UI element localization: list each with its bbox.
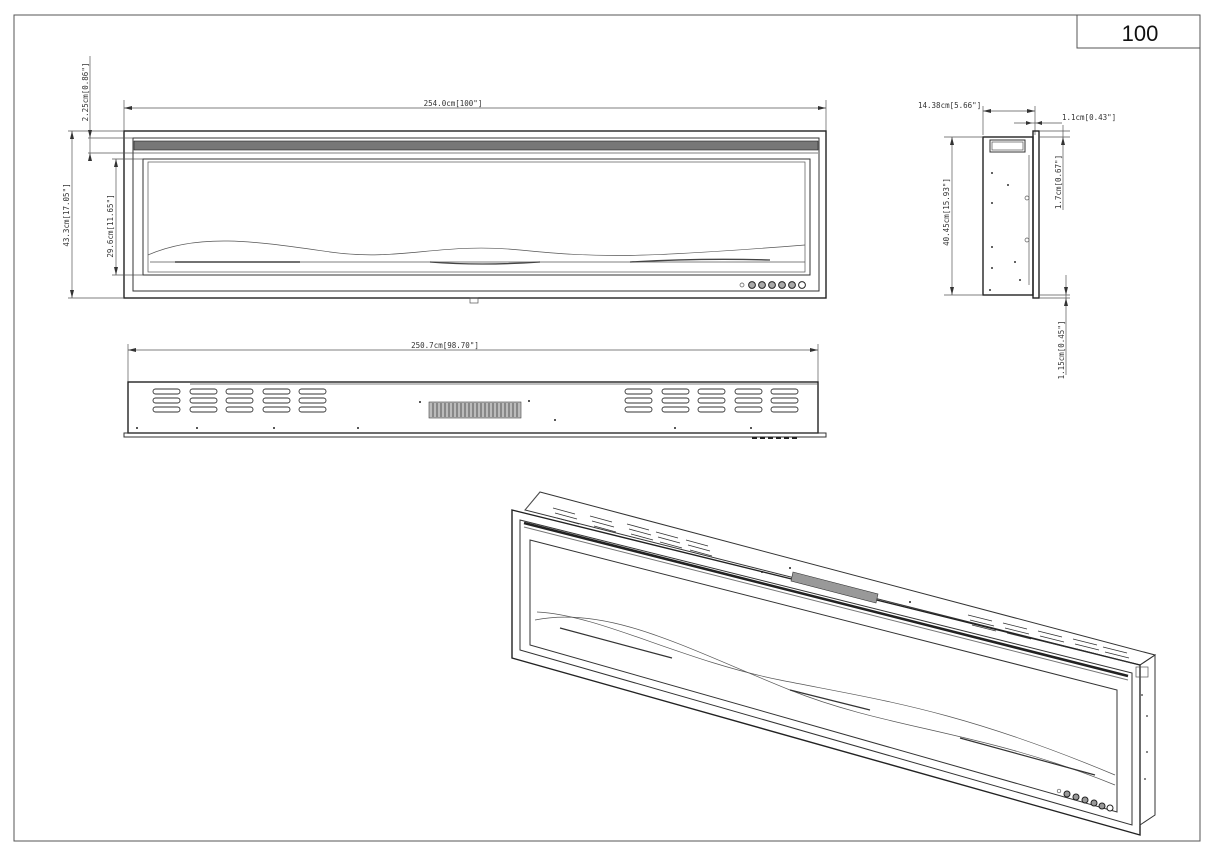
vents-left	[152, 388, 327, 413]
vents-right	[624, 388, 799, 413]
top-view: 250.7cm[98.70"]	[123, 341, 827, 439]
dim-bottom-offset: 1.15cm[0.45"]	[1057, 321, 1066, 380]
sheet-border	[13, 14, 1201, 842]
dim-depth: 14.38cm[5.66"]	[918, 101, 981, 110]
front-view: 254.0cm[100"] 43.3c	[62, 56, 827, 304]
dim-top-offset: 1.7cm[0.67"]	[1054, 155, 1063, 209]
iso-control-panel	[1056, 788, 1114, 812]
side-view: 14.38cm[5.66"] 1.1cm[0.43"] 40.45cm[15.9…	[918, 101, 1116, 379]
model-number-box: 100	[1076, 14, 1201, 49]
top-grille	[428, 401, 522, 419]
dim-body-height: 40.45cm[15.93"]	[942, 178, 951, 246]
dim-glass-height: 29.6cm[11.65"]	[106, 194, 115, 257]
top-heater-grille	[133, 140, 819, 151]
control-panel	[739, 281, 806, 289]
model-number: 100	[1122, 21, 1159, 46]
dim-overall-width: 254.0cm[100"]	[424, 99, 483, 108]
dim-top-trim: 2.25cm[0.86"]	[81, 63, 90, 122]
dim-overall-height: 43.3cm[17.05"]	[62, 183, 71, 246]
dim-front-trim-depth: 1.1cm[0.43"]	[1062, 113, 1116, 122]
glass-panel	[142, 158, 811, 276]
dim-body-width: 250.7cm[98.70"]	[411, 341, 479, 350]
isometric-view	[511, 491, 1157, 836]
